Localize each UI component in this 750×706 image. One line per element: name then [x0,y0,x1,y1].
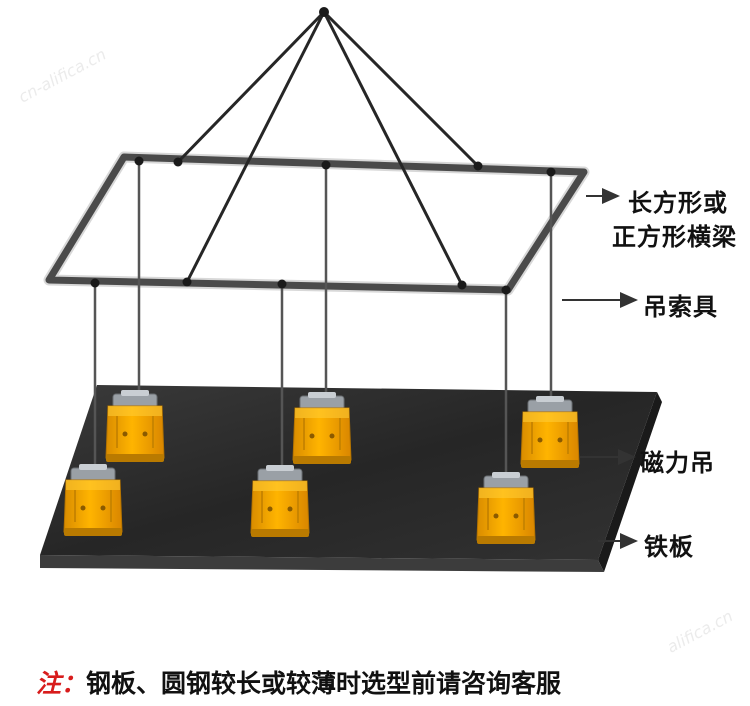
magnet-back-left [105,389,165,463]
rigging-joints [90,7,556,295]
callout-arrows [562,188,638,549]
label-beam-line2: 正方形横梁 [612,223,737,251]
magnet-front-center [250,464,310,538]
magnet-back-center [292,391,352,465]
magnet-front-left [63,463,123,537]
footnote-text: 钢板、圆钢较长或较薄时选型前请咨询客服 [86,669,562,698]
magnet-back-right [520,395,580,469]
label-beam-line1: 长方形或 [628,189,728,217]
label-magnet: 磁力吊 [640,449,715,477]
footnote: 注：钢板、圆钢较长或较薄时选型前请咨询客服 [36,664,561,700]
label-plate: 铁板 [644,533,694,561]
rigging-top [176,10,480,286]
beam-frame [43,151,590,296]
rigging-hangers [93,162,553,475]
magnet-front-right [476,471,536,545]
label-rigging: 吊索具 [643,293,718,321]
footnote-prefix: 注： [36,669,87,698]
